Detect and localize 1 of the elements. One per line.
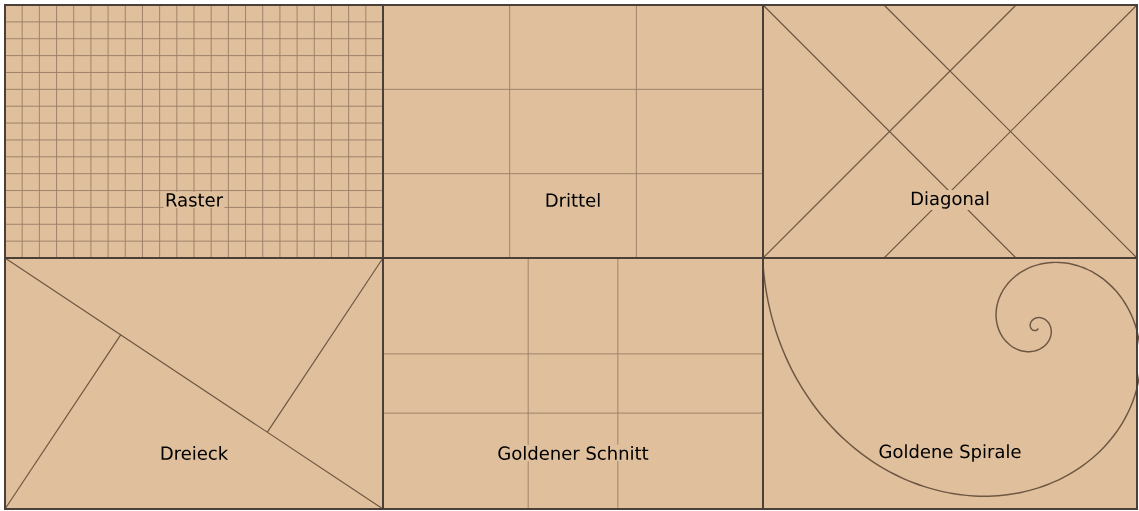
panel-label: Goldene Spirale (877, 442, 1023, 464)
